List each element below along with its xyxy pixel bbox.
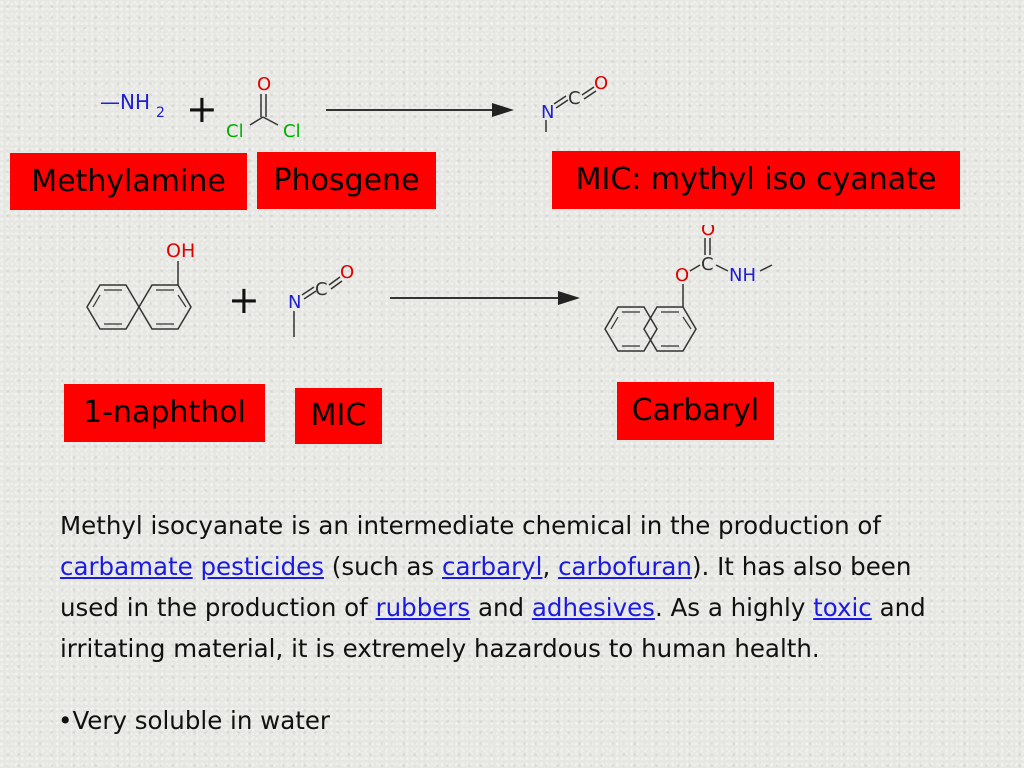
plus-sign-1: + <box>186 87 218 131</box>
mic-full-label: MIC: mythyl iso cyanate <box>552 151 960 209</box>
link-carbaryl[interactable]: carbaryl <box>441 552 543 581</box>
link-adhesives[interactable]: adhesives <box>531 593 655 622</box>
para-text-6: and <box>470 593 532 622</box>
reaction-1-diagram: —NH 2 + O Cl Cl N C O <box>100 73 608 142</box>
para-text-3: (such as <box>323 552 442 581</box>
mic-label: MIC <box>295 388 382 444</box>
description-paragraph: Methyl isocyanate is an intermediate che… <box>60 505 960 669</box>
reaction-2-diagram: OH + N C O O C O NH <box>86 225 773 352</box>
para-text-5: ). It has also been used in the producti… <box>60 552 912 622</box>
link-carbofuran[interactable]: carbofuran <box>558 552 692 581</box>
mic-n: N <box>541 102 554 123</box>
naphthol-label: 1-naphthol <box>64 384 265 442</box>
phosgene-label: Phosgene <box>257 152 436 209</box>
para-text-8: and irritating material, it is extremely… <box>60 593 926 663</box>
methylamine-subscript: 2 <box>156 105 165 121</box>
carbaryl-o-link: O <box>675 265 689 286</box>
link-pesticides[interactable]: pesticides <box>200 552 324 581</box>
plus-sign-2: + <box>228 278 260 322</box>
phosgene-cl-left: Cl <box>226 121 244 142</box>
mic-o: O <box>594 73 608 94</box>
carbaryl-o-top: O <box>701 225 715 240</box>
para-text-7: . As a highly <box>654 593 814 622</box>
phosgene-cl-right: Cl <box>283 121 301 142</box>
mic2-c: C <box>315 279 328 300</box>
bullet-solubility: •Very soluble in water <box>58 706 330 735</box>
methylamine-formula: —NH <box>100 90 150 114</box>
link-rubbers[interactable]: rubbers <box>375 593 471 622</box>
naphthol-oh: OH <box>166 240 195 262</box>
para-text-1: Methyl isocyanate is an intermediate che… <box>60 511 882 540</box>
link-carbamate[interactable]: carbamate <box>60 552 193 581</box>
mic-c: C <box>568 88 581 109</box>
para-text-4: , <box>542 552 559 581</box>
carbaryl-c: C <box>701 254 714 275</box>
carbaryl-nh: NH <box>729 265 756 286</box>
mic2-o: O <box>340 262 354 283</box>
mic2-n: N <box>288 292 301 313</box>
phosgene-o: O <box>257 74 271 95</box>
methylamine-label: Methylamine <box>10 153 247 210</box>
carbaryl-label: Carbaryl <box>617 382 774 440</box>
link-toxic[interactable]: toxic <box>813 593 872 622</box>
